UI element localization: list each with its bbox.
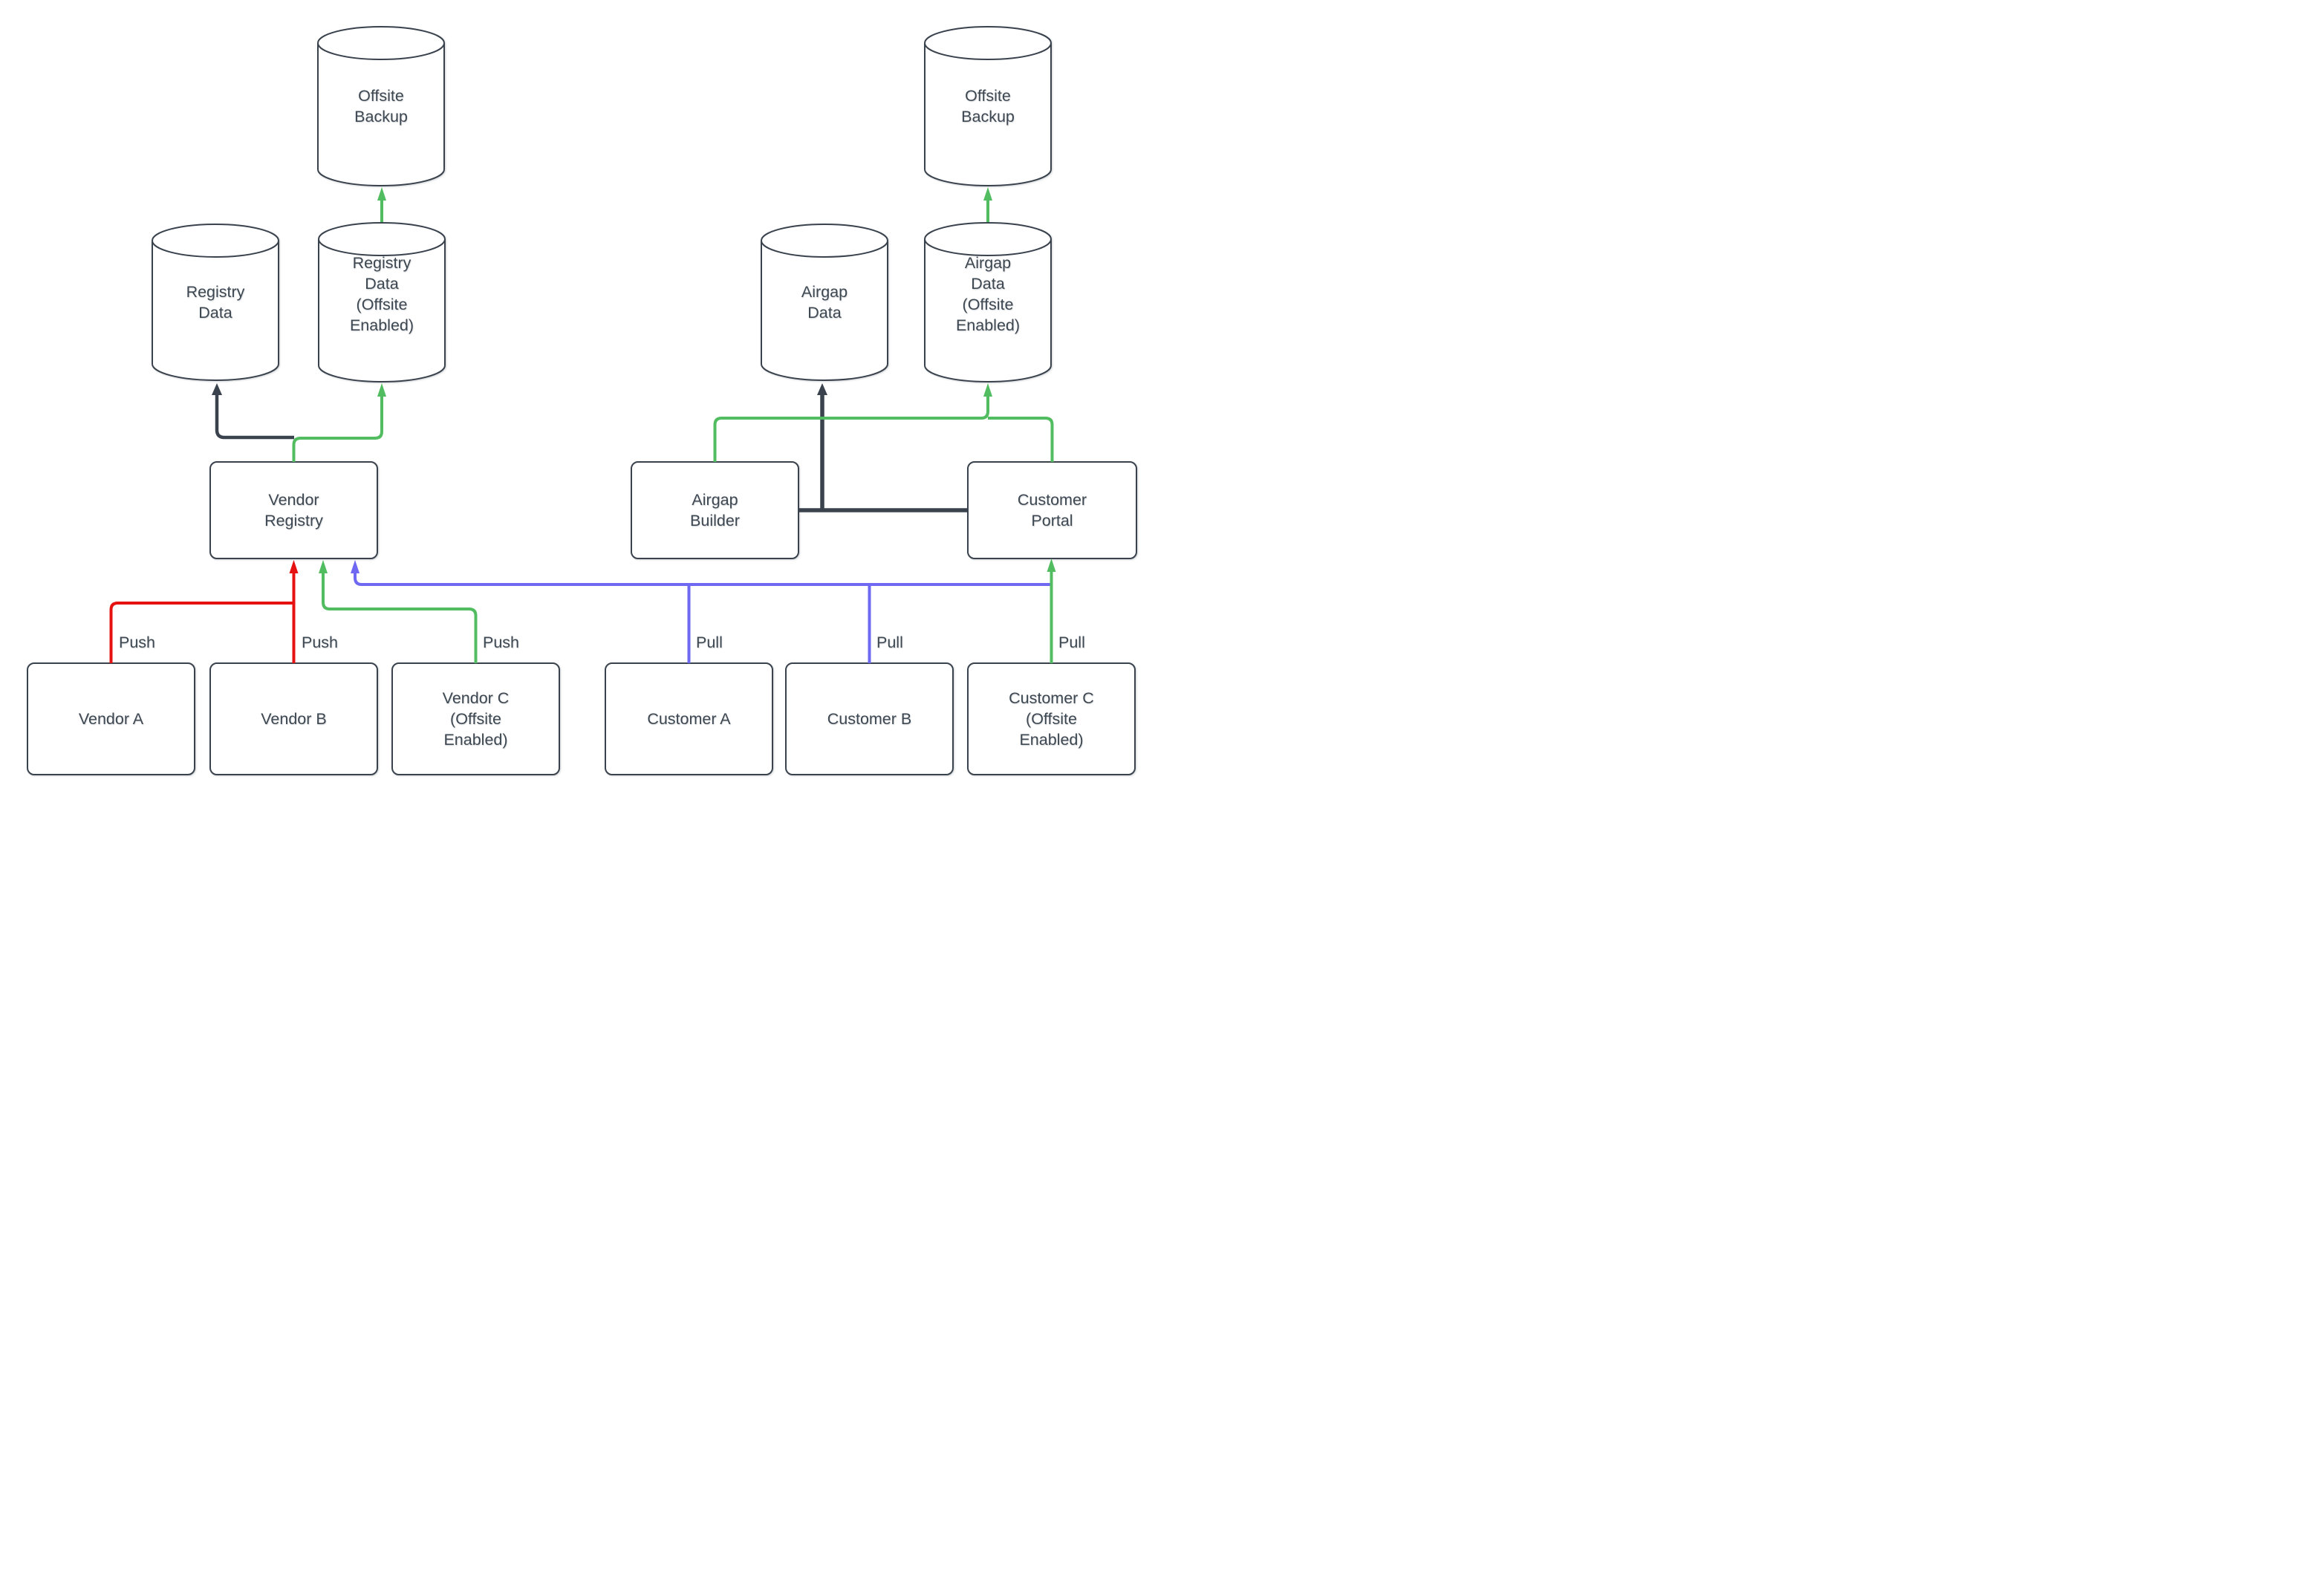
edges-blue (351, 560, 1052, 663)
box-vendor-registry (209, 461, 378, 559)
cylinder-airgap-data (761, 224, 888, 381)
edge-vendor-registry-to-registry-data-offsite (292, 383, 386, 462)
diagram-svg (27, 26, 1137, 775)
cylinder-registry-data (152, 224, 279, 381)
edges-green (292, 187, 1056, 663)
edge-vendor-c-push (319, 560, 478, 663)
edge-vendor-a-push (109, 602, 294, 663)
edge-customer-portal-branch (988, 417, 1054, 462)
box-vendor-a (27, 662, 195, 775)
box-customer-portal (967, 461, 1137, 559)
cylinder-offsite-backup-right (924, 26, 1052, 186)
cylinder-airgap-data-offsite (924, 222, 1052, 382)
cylinder-registry-data-offsite (318, 222, 446, 382)
edges-dark (212, 383, 968, 512)
edge-airgap-builder-to-airgap-data-offsite (713, 383, 992, 462)
box-vendor-c (391, 662, 560, 775)
box-customer-a (605, 662, 773, 775)
box-vendor-b (209, 662, 378, 775)
edges-red (109, 560, 299, 663)
box-customer-c (967, 662, 1136, 775)
cylinder-offsite-backup-left (317, 26, 445, 186)
edge-vendor-registry-to-registry-data (212, 383, 294, 440)
box-customer-b (785, 662, 954, 775)
box-airgap-builder (631, 461, 799, 559)
edge-customer-pull-trunk (351, 560, 1052, 586)
diagram-canvas: Offsite Backup Registry Data Registry Da… (0, 0, 1156, 798)
